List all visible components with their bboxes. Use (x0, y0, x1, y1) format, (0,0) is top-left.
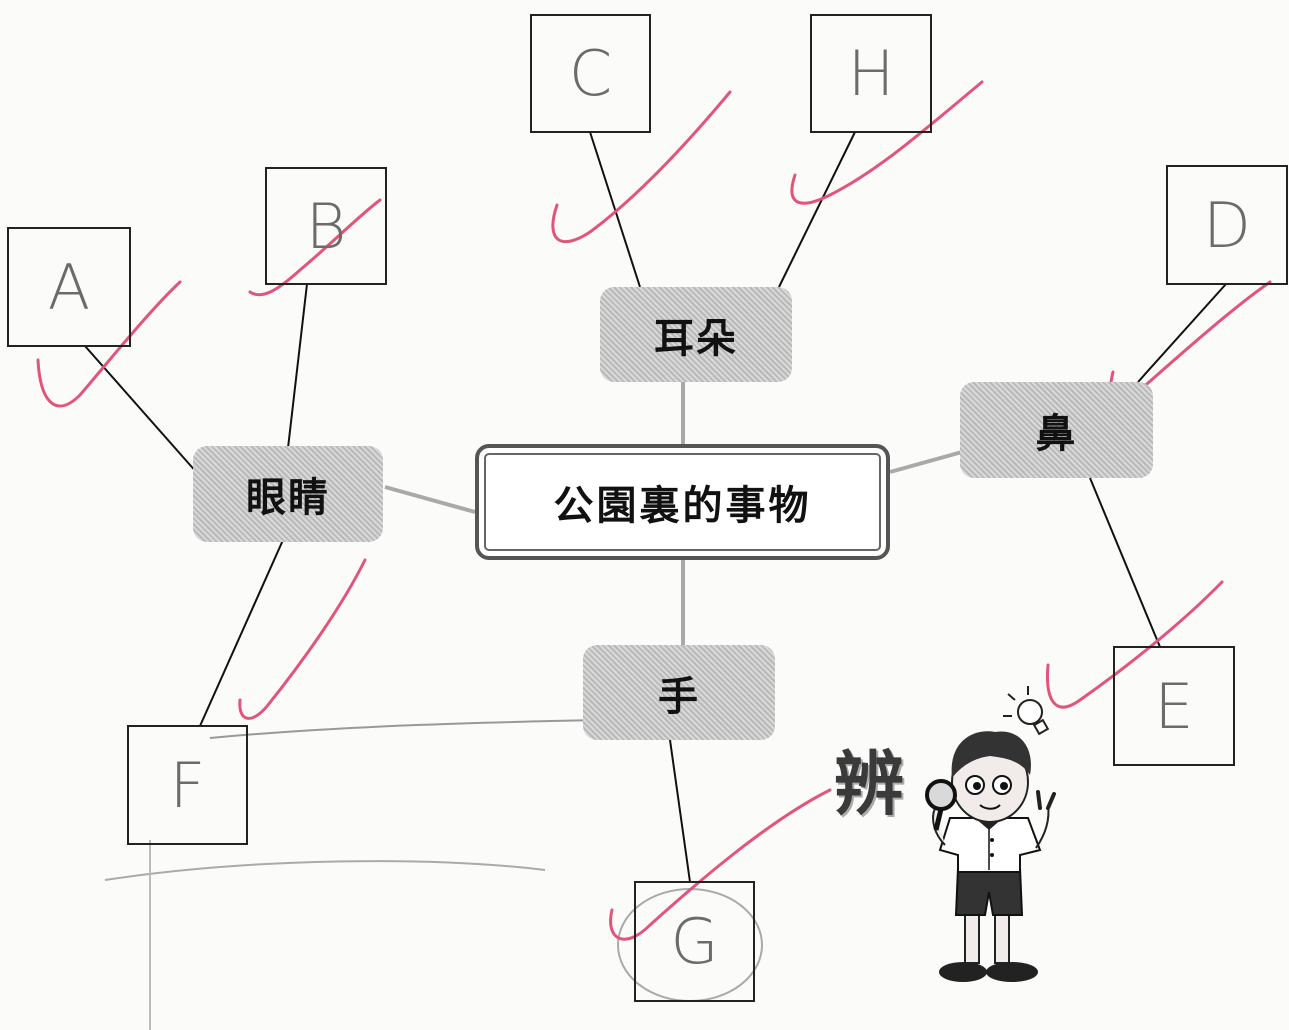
answer-f: F (169, 748, 206, 822)
topic-nose: 鼻 (960, 382, 1153, 478)
topic-nose-label: 鼻 (1035, 411, 1078, 457)
red-ticks (36, 80, 1272, 941)
topic-eyes: 眼睛 (193, 446, 383, 542)
answer-box-c[interactable]: C (530, 14, 651, 133)
line-b (287, 283, 308, 449)
line-d (1137, 283, 1227, 383)
answer-c: C (568, 37, 613, 110)
answer-e: E (1154, 669, 1194, 743)
line-c (589, 131, 641, 288)
answer-d: D (1203, 188, 1251, 262)
line-e (1089, 477, 1161, 648)
connector-nose (889, 450, 963, 474)
tick-b (248, 198, 382, 297)
connector-eyes (384, 485, 476, 514)
answer-a: A (47, 250, 91, 324)
topic-hand: 手 (583, 645, 775, 740)
topic-ears: 耳朵 (600, 287, 792, 382)
answer-box-f[interactable]: F (127, 725, 248, 845)
center-label: 公園裏的事物 (553, 482, 812, 529)
answer-box-g[interactable]: G (634, 881, 755, 1002)
lightbulb-icon (1003, 686, 1050, 736)
tick-e (1045, 580, 1224, 709)
answer-box-e[interactable]: E (1113, 646, 1235, 766)
pencil-stroke (209, 719, 601, 739)
answer-box-b[interactable]: B (265, 167, 387, 285)
boy-illustration (932, 731, 1056, 982)
line-a (84, 345, 199, 475)
answer-b: B (305, 189, 347, 263)
answer-box-h[interactable]: H (810, 14, 932, 133)
magnifier-icon (925, 779, 957, 831)
tick-h (790, 80, 984, 205)
tick-f (238, 558, 367, 720)
tick-a (36, 280, 182, 408)
stamp-text: 辨 (834, 743, 904, 825)
answer-box-a[interactable]: A (7, 227, 131, 347)
tick-c (551, 90, 732, 244)
line-h (778, 131, 856, 288)
answer-g: G (670, 905, 719, 978)
tick-g (609, 788, 832, 941)
topic-ears-label: 耳朵 (654, 315, 738, 362)
topic-hand-label: 手 (658, 673, 700, 720)
line-g (669, 739, 691, 883)
answer-box-d[interactable]: D (1166, 165, 1288, 285)
center-node: 公園裏的事物 (475, 444, 890, 560)
topic-eyes-label: 眼睛 (246, 475, 330, 521)
pencil-stroke (104, 860, 546, 881)
answer-h: H (847, 37, 895, 110)
line-f (199, 539, 284, 727)
